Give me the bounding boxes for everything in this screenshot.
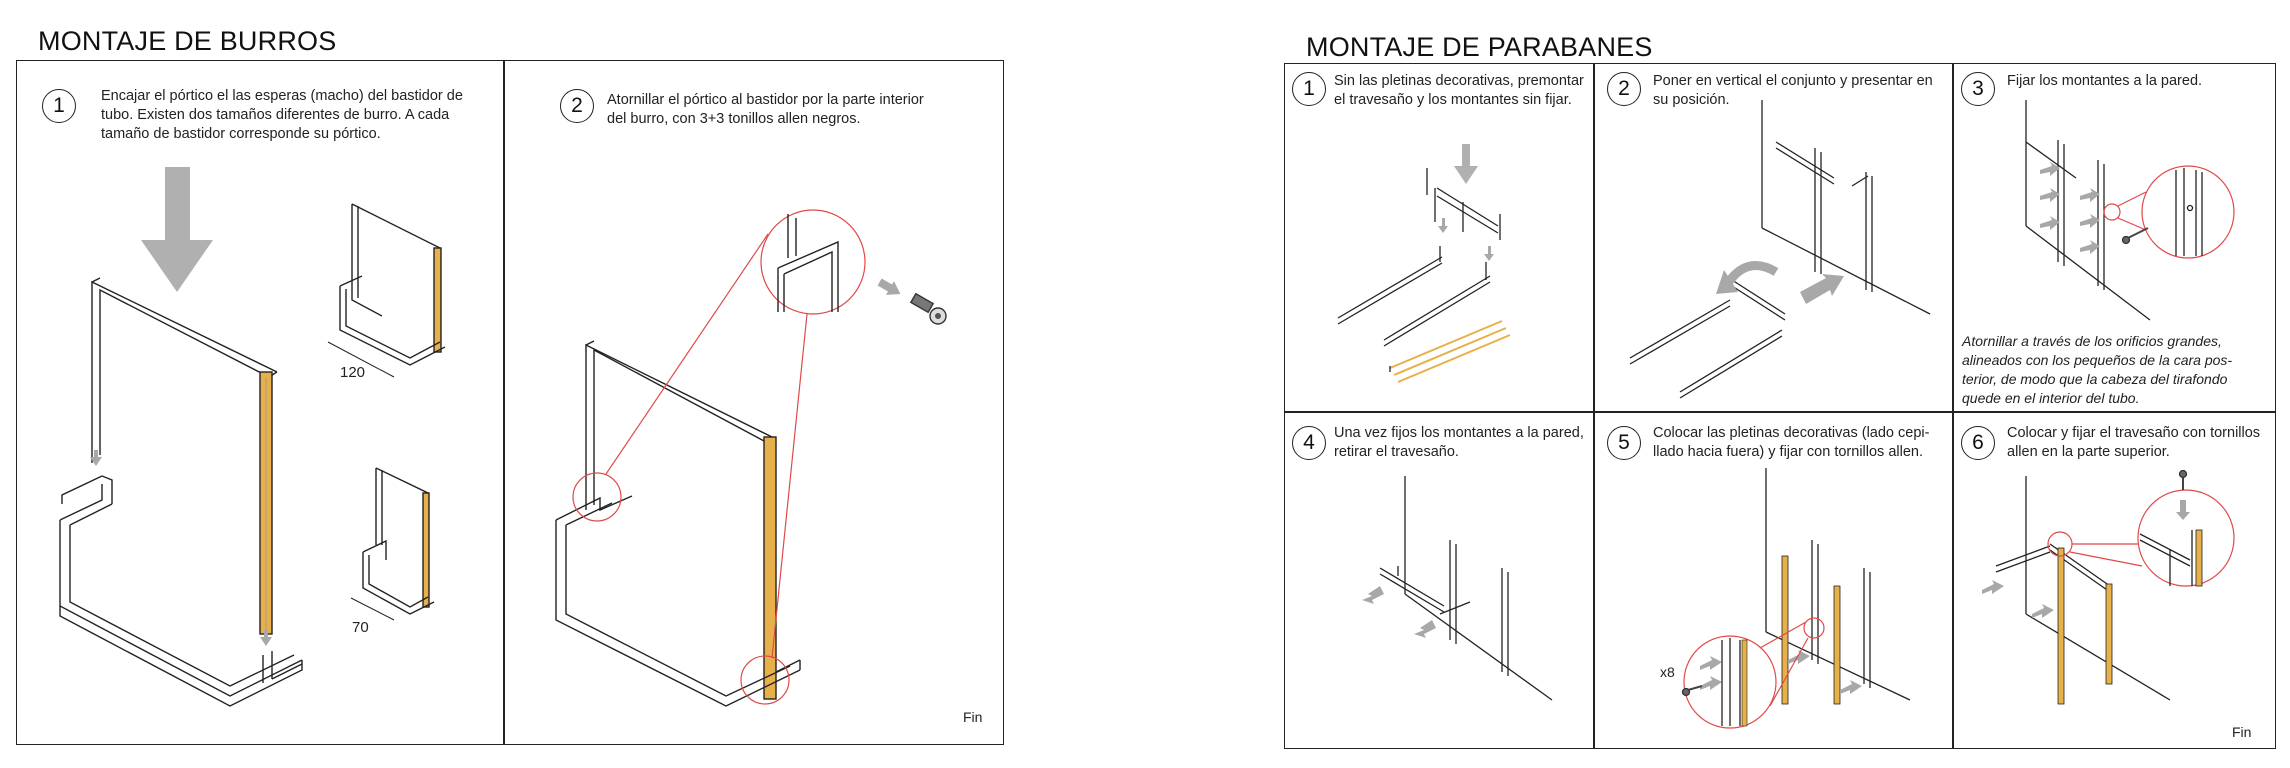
burros-frame bbox=[16, 60, 1004, 745]
remove-crossbar bbox=[1362, 476, 1553, 701]
dimension-120-label: 120 bbox=[340, 364, 366, 381]
small-down-arrow-icon bbox=[90, 450, 272, 646]
parabanes-step-5-number: 5 bbox=[1607, 426, 1641, 460]
parabanes-divider-1 bbox=[1593, 63, 1595, 749]
parabanes-divider-row bbox=[1284, 411, 2276, 413]
callout-lines bbox=[572, 209, 866, 705]
premount-parts bbox=[1337, 144, 1511, 383]
parabanes-frame bbox=[1284, 63, 2276, 749]
parabanes-step-4-number: 4 bbox=[1292, 426, 1326, 460]
screw-count-label: x8 bbox=[1660, 664, 1675, 680]
burros-illustrations bbox=[59, 167, 947, 707]
portico-frame bbox=[91, 277, 278, 635]
burros-divider bbox=[503, 60, 505, 745]
parabanes-step-6-text: Colocar y fijar el travesaño con tornill… bbox=[2007, 425, 2261, 460]
parabanes-step-3-text: Fijar los montantes a la pared. bbox=[2007, 73, 2203, 89]
allen-screw-icon bbox=[877, 278, 947, 325]
burros-fin-label: Fin bbox=[963, 709, 983, 725]
decorative-strips bbox=[1681, 468, 1911, 729]
burros-step-2-number: 2 bbox=[560, 89, 594, 123]
burros-title: MONTAJE DE BURROS bbox=[38, 26, 337, 56]
burros-step-1-number: 1 bbox=[42, 89, 76, 123]
fix-crossbar bbox=[1982, 469, 2235, 705]
base-frame bbox=[59, 475, 303, 707]
parabanes-step-4-text: Una vez fijos los montantes a la pared, … bbox=[1334, 425, 1584, 460]
burros-step-1-text: Encajar el pórtico el las esperas (macho… bbox=[101, 88, 463, 142]
size-120-assembly bbox=[327, 203, 446, 378]
top-screw-icon bbox=[2178, 469, 2188, 490]
parabanes-step-1-number: 1 bbox=[1292, 72, 1326, 106]
parabanes-step-2-number: 2 bbox=[1607, 72, 1641, 106]
dimension-70-label: 70 bbox=[352, 619, 369, 636]
fix-to-wall bbox=[2025, 100, 2235, 321]
parabanes-step-1-text: Sin las pletinas decorativas, premontar … bbox=[1334, 73, 1584, 108]
assembled-burro bbox=[555, 340, 801, 707]
parabanes-divider-2 bbox=[1952, 63, 1954, 749]
parabanes-step-3-number: 3 bbox=[1961, 72, 1995, 106]
down-arrow-icon bbox=[141, 167, 213, 292]
parabanes-title: MONTAJE DE PARABANES bbox=[1306, 32, 1653, 62]
parabanes-step-6-number: 6 bbox=[1961, 426, 1995, 460]
screw-pack-icon bbox=[1681, 685, 1703, 697]
parabanes-fin-label: Fin bbox=[2232, 724, 2252, 740]
zoom-detail bbox=[777, 214, 839, 312]
vertical-assembly bbox=[1629, 100, 1931, 399]
parabanes-step-3-note: Atornillar a través de los orificios gra… bbox=[1962, 333, 2233, 406]
size-70-assembly bbox=[350, 467, 435, 621]
burros-step-2-text: Atornillar el pórtico al bastidor por la… bbox=[607, 92, 924, 127]
wall-screw-icon bbox=[2121, 227, 2149, 245]
parabanes-step-2-text: Poner en vertical el conjunto y presenta… bbox=[1653, 73, 1933, 108]
parabanes-step-5-text: Colocar las pletinas decorativas (lado c… bbox=[1653, 425, 1930, 460]
